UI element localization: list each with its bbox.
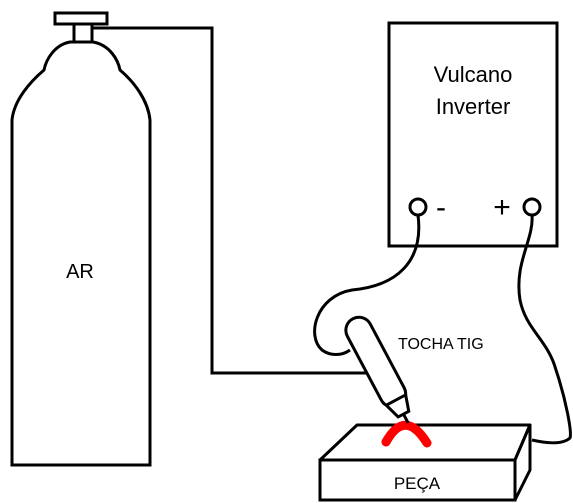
torch-nozzle	[383, 392, 411, 419]
cylinder-valve-handle	[53, 11, 109, 26]
negative-terminal-sign: -	[436, 191, 446, 224]
gas-cylinder: AR	[10, 11, 152, 467]
tungsten-electrode	[402, 413, 410, 424]
tig-torch	[344, 315, 411, 424]
power-source: Vulcano Inverter - +	[387, 21, 559, 248]
power-source-name-line1: Vulcano	[434, 62, 513, 87]
negative-cable	[313, 214, 421, 356]
power-source-name-line2: Inverter	[436, 94, 511, 119]
gas-hose	[92, 26, 366, 375]
torch-label: TOCHA TIG	[398, 336, 484, 353]
welding-arc	[381, 420, 432, 448]
cylinder-valve-stem	[72, 22, 94, 44]
positive-terminal-sign: +	[493, 191, 511, 224]
positive-cable	[517, 214, 572, 445]
workpiece-label: PEÇA	[394, 474, 441, 493]
negative-terminal	[408, 197, 428, 217]
positive-terminal	[522, 197, 542, 217]
workpiece-front-face	[318, 458, 517, 502]
cylinder-label: AR	[66, 261, 94, 283]
cylinder-body	[10, 40, 152, 467]
